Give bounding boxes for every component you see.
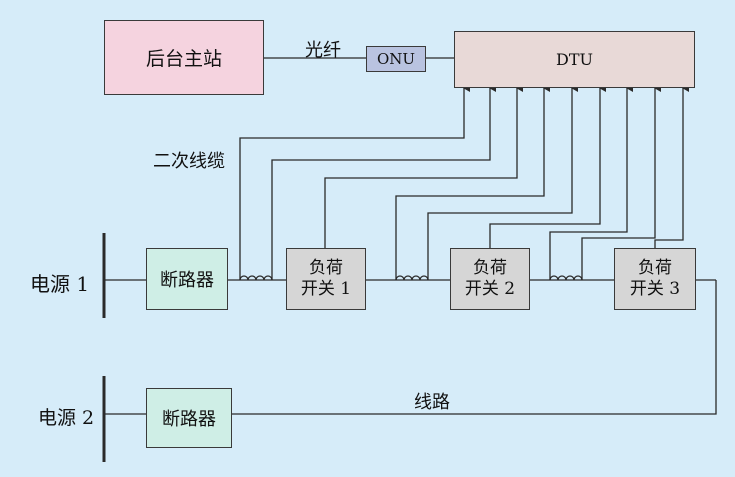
load-switch-3-box: 负荷 开关 3 bbox=[614, 248, 696, 310]
load-switch-1-line1: 负荷 bbox=[309, 257, 343, 278]
cable-ct1b bbox=[271, 84, 496, 280]
onu-label: ONU bbox=[376, 50, 416, 68]
cable-ct1 bbox=[239, 84, 470, 280]
dtu-label: DTU bbox=[556, 50, 593, 69]
load-switch-2-box: 负荷 开关 2 bbox=[450, 248, 530, 310]
ct-coil-3 bbox=[549, 275, 583, 281]
breaker-1-box: 断路器 bbox=[146, 248, 228, 310]
dtu-box: DTU bbox=[454, 31, 695, 88]
source2-label: 电源 2 bbox=[38, 407, 95, 429]
ct-coil-2 bbox=[395, 275, 429, 281]
tie-line bbox=[232, 280, 717, 415]
load-switch-1-box: 负荷 开关 1 bbox=[286, 248, 366, 310]
secondary-cable-label: 二次线缆 bbox=[153, 151, 225, 172]
onu-box: ONU bbox=[366, 46, 426, 72]
load-switch-1-line2: 开关 1 bbox=[300, 279, 352, 299]
breaker-2-label: 断路器 bbox=[162, 409, 216, 430]
line-label: 线路 bbox=[414, 392, 450, 413]
cable-ct2b bbox=[427, 84, 578, 280]
fiber-label: 光纤 bbox=[305, 40, 341, 61]
cable-ct3b bbox=[581, 84, 661, 280]
cable-switch1 bbox=[324, 84, 523, 248]
ct-coil-1 bbox=[239, 275, 273, 281]
cable-switch2 bbox=[489, 84, 606, 248]
master-station-label: 后台主站 bbox=[145, 48, 222, 70]
load-switch-2-line1: 负荷 bbox=[473, 257, 507, 278]
source1-label: 电源 1 bbox=[30, 272, 90, 296]
master-station-box: 后台主站 bbox=[104, 20, 264, 95]
breaker-2-box: 断路器 bbox=[146, 388, 232, 448]
load-switch-2-line2: 开关 2 bbox=[464, 279, 516, 299]
breaker-1-label: 断路器 bbox=[160, 270, 214, 291]
cable-ct2 bbox=[395, 84, 550, 280]
load-switch-3-line1: 负荷 bbox=[638, 257, 672, 278]
cable-ct3 bbox=[549, 84, 633, 280]
cable-switch3 bbox=[654, 84, 689, 248]
load-switch-3-line2: 开关 3 bbox=[629, 279, 681, 299]
